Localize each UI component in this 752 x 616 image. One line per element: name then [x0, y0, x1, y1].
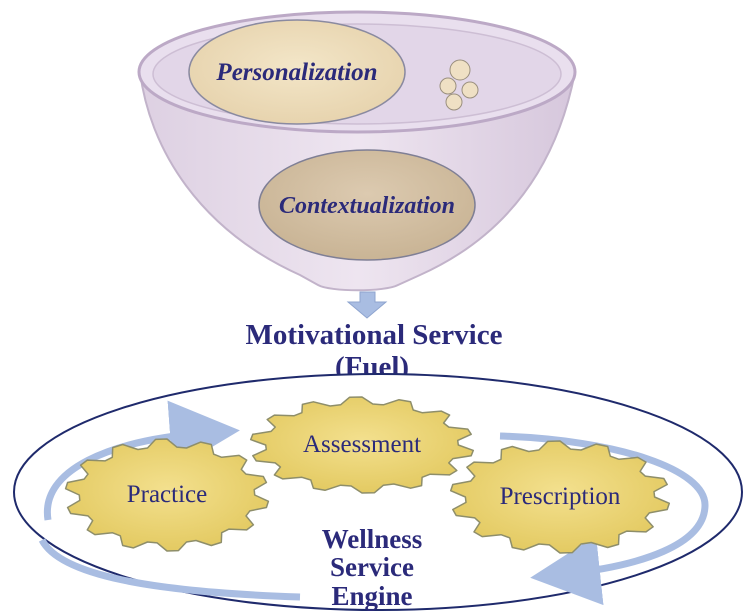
bubble: [445, 93, 463, 111]
engine-name-line1: Wellness: [322, 524, 423, 554]
engine-name-line2: Service: [330, 552, 414, 582]
bubble: [449, 59, 471, 81]
gear-shape: [249, 396, 475, 494]
gear-assessment: [249, 396, 475, 494]
gear-shape: [64, 438, 270, 552]
gear-prescription: [449, 440, 671, 554]
gear-practice-label: Practice: [127, 481, 208, 508]
service-title-line1: Motivational Service: [246, 319, 503, 351]
flow-arrow-bottom-left: [38, 538, 301, 601]
contextualization-label: Contextualization: [279, 193, 455, 219]
personalization-label: Personalization: [215, 59, 377, 86]
personalization-oval: [188, 19, 406, 125]
down-arrow-icon: [346, 291, 388, 319]
gear-shape: [449, 440, 671, 554]
gear-practice: [64, 438, 270, 552]
engine-name-line3: Engine: [331, 581, 412, 611]
bubbles: [439, 59, 479, 111]
gear-prescription-label: Prescription: [500, 483, 621, 510]
gear-assessment-label: Assessment: [303, 431, 421, 458]
bubble: [439, 77, 457, 95]
contextualization-oval: [258, 149, 476, 261]
bubble: [461, 81, 479, 99]
funnel: Personalization Contextualization: [137, 10, 577, 292]
